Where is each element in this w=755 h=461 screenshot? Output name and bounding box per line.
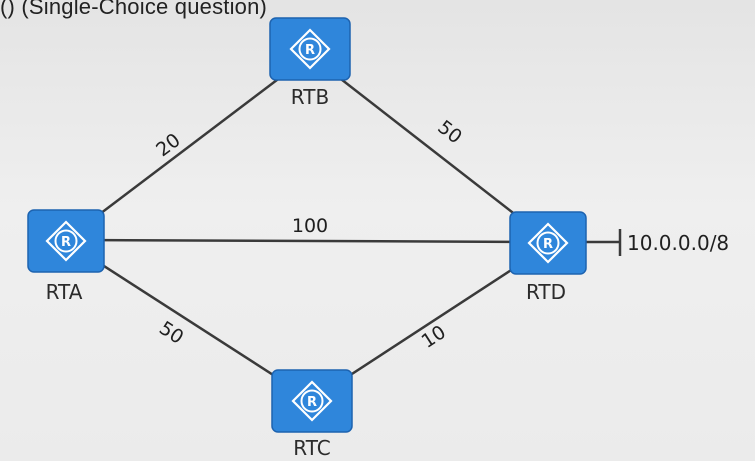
network-prefix-label: 10.0.0.0/8 [627,231,729,255]
cost-rta-rtd: 100 [292,215,328,237]
link-rta-rtb [75,54,311,233]
router-rtb: R [269,17,351,81]
cost-rta-rtb: 20 [152,129,185,161]
cost-rtb-rtd: 50 [433,116,466,148]
router-body [269,17,351,81]
router-icon: R [45,220,87,262]
cost-rta-rtc: 50 [155,317,187,349]
link-rtb-rtd [309,54,549,241]
router-icon: R [527,222,569,264]
svg-text:R: R [305,43,315,58]
question-caption: () (Single-Choice question) [0,0,268,19]
router-rtd: R [509,211,587,275]
cost-rtc-rtd: 10 [418,321,450,353]
svg-text:R: R [543,237,553,252]
router-body [509,211,587,275]
router-label-rtc: RTC [293,436,330,460]
svg-text:R: R [61,235,71,250]
router-icon: R [289,28,331,70]
router-label-rtb: RTB [291,85,329,109]
router-body [27,209,105,273]
svg-text:R: R [307,395,317,410]
router-label-rtd: RTD [526,280,566,304]
router-rtc: R [271,369,353,433]
router-body [271,369,353,433]
router-icon: R [291,380,333,422]
router-label-rta: RTA [46,280,83,304]
link-rta-rtd [75,238,549,244]
router-rta: R [27,209,105,273]
